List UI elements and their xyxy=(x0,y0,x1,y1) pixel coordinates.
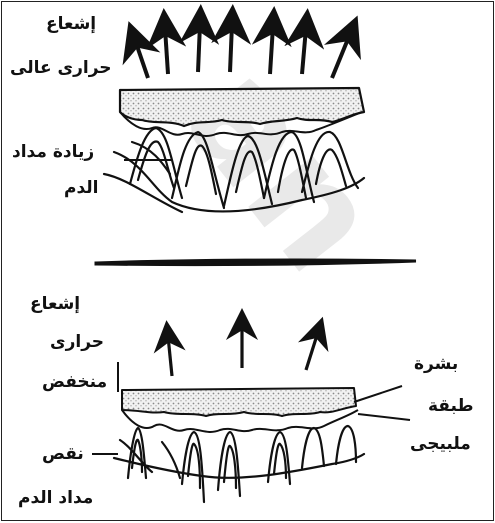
top-radiation-label-line1: إشعاع xyxy=(46,14,96,34)
bottom-skin-surface xyxy=(122,388,358,432)
top-capillary-loops xyxy=(104,128,364,212)
heat-arrow-icon xyxy=(302,28,306,74)
heat-arrow-icon xyxy=(332,34,350,78)
heat-arrow-icon xyxy=(168,336,172,376)
skin-layer-label-line3: ملبيجى xyxy=(410,434,471,454)
bottom-radiation-label-line1: إشعاع xyxy=(30,294,80,314)
top-vessel-label-line2: الدم xyxy=(64,178,99,198)
bottom-vessel-label-line2: مداد الدم xyxy=(18,488,93,508)
heat-arrow-icon xyxy=(135,40,148,78)
top-radiation-arrows xyxy=(135,24,350,78)
bottom-capillary-loops xyxy=(114,426,364,502)
skin-layer-label-line1: بشرة xyxy=(414,354,458,374)
bottom-radiation-label-line2: حرارى xyxy=(50,332,104,352)
bottom-radiation-label-line3: منخفض xyxy=(42,372,107,392)
top-radiation-label-line2: حرارى عالى xyxy=(10,58,112,78)
panel-divider xyxy=(96,260,416,265)
heat-arrow-icon xyxy=(165,28,168,74)
heat-arrow-icon xyxy=(270,26,273,74)
bottom-vessel-label-line1: نقص xyxy=(42,444,84,464)
heat-arrow-icon xyxy=(306,332,318,370)
top-vessel-label-line1: زيادة مداد xyxy=(12,142,94,162)
bottom-radiation-arrows xyxy=(168,324,318,376)
heat-arrow-icon xyxy=(198,24,200,72)
heat-arrow-icon xyxy=(230,24,232,72)
skin-layer-label-line2: طبقة xyxy=(428,396,474,416)
